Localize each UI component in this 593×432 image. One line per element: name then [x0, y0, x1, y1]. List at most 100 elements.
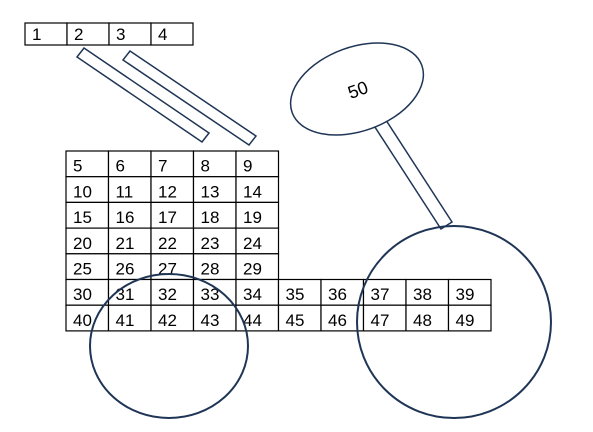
cell-number: 12 [158, 182, 177, 201]
cell-number: 24 [243, 234, 262, 253]
grid-cell-39: 39 [447, 278, 492, 306]
top-cell-1: 1 [24, 22, 68, 46]
grid-cell-18: 18 [192, 201, 237, 229]
cell-number: 29 [243, 260, 262, 279]
small-circle [89, 273, 249, 419]
cell-number: 20 [73, 234, 92, 253]
cell-number: 5 [73, 157, 82, 176]
grid-cell-43: 43 [192, 304, 237, 332]
cell-box [235, 304, 280, 332]
cell-box [192, 227, 237, 255]
cell-number: 27 [158, 260, 177, 279]
cell-number: 18 [201, 208, 220, 227]
grid-cell-45: 45 [277, 304, 322, 332]
grid-cell-20: 20 [65, 227, 110, 255]
grid-cell-13: 13 [192, 176, 237, 203]
cell-number: 35 [286, 285, 305, 304]
cell-number: 23 [201, 234, 220, 253]
cell-number: 31 [116, 285, 135, 304]
cell-number: 46 [328, 311, 347, 330]
cell-box [235, 150, 280, 178]
top-cell-3: 3 [108, 22, 152, 46]
cell-number: 39 [456, 285, 475, 304]
cell-number: 36 [328, 285, 347, 304]
large-circle [356, 225, 552, 419]
cell-number: 14 [243, 182, 262, 201]
grid-cell-38: 38 [405, 278, 450, 306]
cell-number: 11 [116, 182, 134, 201]
top-cell-2: 2 [66, 22, 110, 46]
grid-cell-11: 11 [107, 176, 152, 203]
grid-cell-5: 5 [65, 150, 110, 178]
cell-number: 10 [73, 182, 92, 201]
cell-box [235, 201, 280, 229]
cell-number: 34 [243, 285, 262, 304]
grid-cell-7: 7 [150, 150, 195, 178]
cell-number: 32 [158, 285, 177, 304]
cell-number: 37 [371, 285, 390, 304]
cell-box [235, 278, 280, 306]
cell-box [405, 304, 450, 332]
grid-cell-10: 10 [65, 176, 110, 203]
grid-cell-6: 6 [107, 150, 152, 178]
cell-number: 3 [116, 25, 125, 44]
cell-box [277, 278, 322, 306]
cell-number: 4 [158, 25, 167, 44]
cell-number: 42 [158, 311, 177, 330]
cell-number: 22 [158, 234, 177, 253]
cell-number: 7 [158, 157, 167, 176]
grid-cell-8: 8 [192, 150, 237, 178]
cell-box [192, 278, 237, 306]
grid-cell-12: 12 [150, 176, 195, 203]
cell-number: 25 [73, 260, 92, 279]
cell-box [235, 176, 280, 203]
grid-cell-37: 37 [362, 278, 407, 306]
grid-cell-48: 48 [405, 304, 450, 332]
grid-cell-23: 23 [192, 227, 237, 255]
cell-box [235, 253, 280, 281]
cell-number: 13 [201, 182, 220, 201]
cell-box [107, 304, 152, 332]
cell-number: 40 [73, 311, 92, 330]
grid-cell-28: 28 [192, 253, 237, 281]
cell-box [150, 22, 194, 46]
cell-number: 48 [413, 311, 432, 330]
cell-box [150, 201, 195, 229]
handle-stick [369, 112, 454, 231]
grid-cell-30: 30 [65, 278, 110, 306]
grid-cell-19: 19 [235, 201, 280, 229]
grid-cell-26: 26 [107, 253, 152, 281]
cell-number: 6 [116, 157, 125, 176]
cell-box [192, 201, 237, 229]
grid-cell-34: 34 [235, 278, 280, 306]
diagonal-bar-right [121, 49, 258, 147]
cell-number: 38 [413, 285, 432, 304]
diagonal-bar-left [75, 46, 211, 144]
cell-box [65, 278, 110, 306]
grid-cell-36: 36 [320, 278, 365, 306]
cell-number: 17 [158, 208, 177, 227]
grid-cell-25: 25 [65, 253, 110, 281]
cell-number: 8 [201, 157, 210, 176]
cell-number: 28 [201, 260, 220, 279]
cell-number: 30 [73, 285, 92, 304]
grid-cell-22: 22 [150, 227, 195, 255]
grid-cell-33: 33 [192, 278, 237, 306]
cell-box [362, 304, 407, 332]
cell-box [192, 150, 237, 178]
cell-box [150, 278, 195, 306]
grid-cell-16: 16 [107, 201, 152, 229]
grid-cell-29: 29 [235, 253, 280, 281]
label-ellipse [289, 42, 425, 136]
cell-box [277, 304, 322, 332]
ellipse-shape [289, 42, 425, 136]
cell-number: 44 [243, 311, 262, 330]
grid-cell-42: 42 [150, 304, 195, 332]
cell-number: 49 [456, 311, 475, 330]
cell-number: 15 [73, 208, 92, 227]
cell-box [150, 176, 195, 203]
cell-number: 33 [201, 285, 220, 304]
